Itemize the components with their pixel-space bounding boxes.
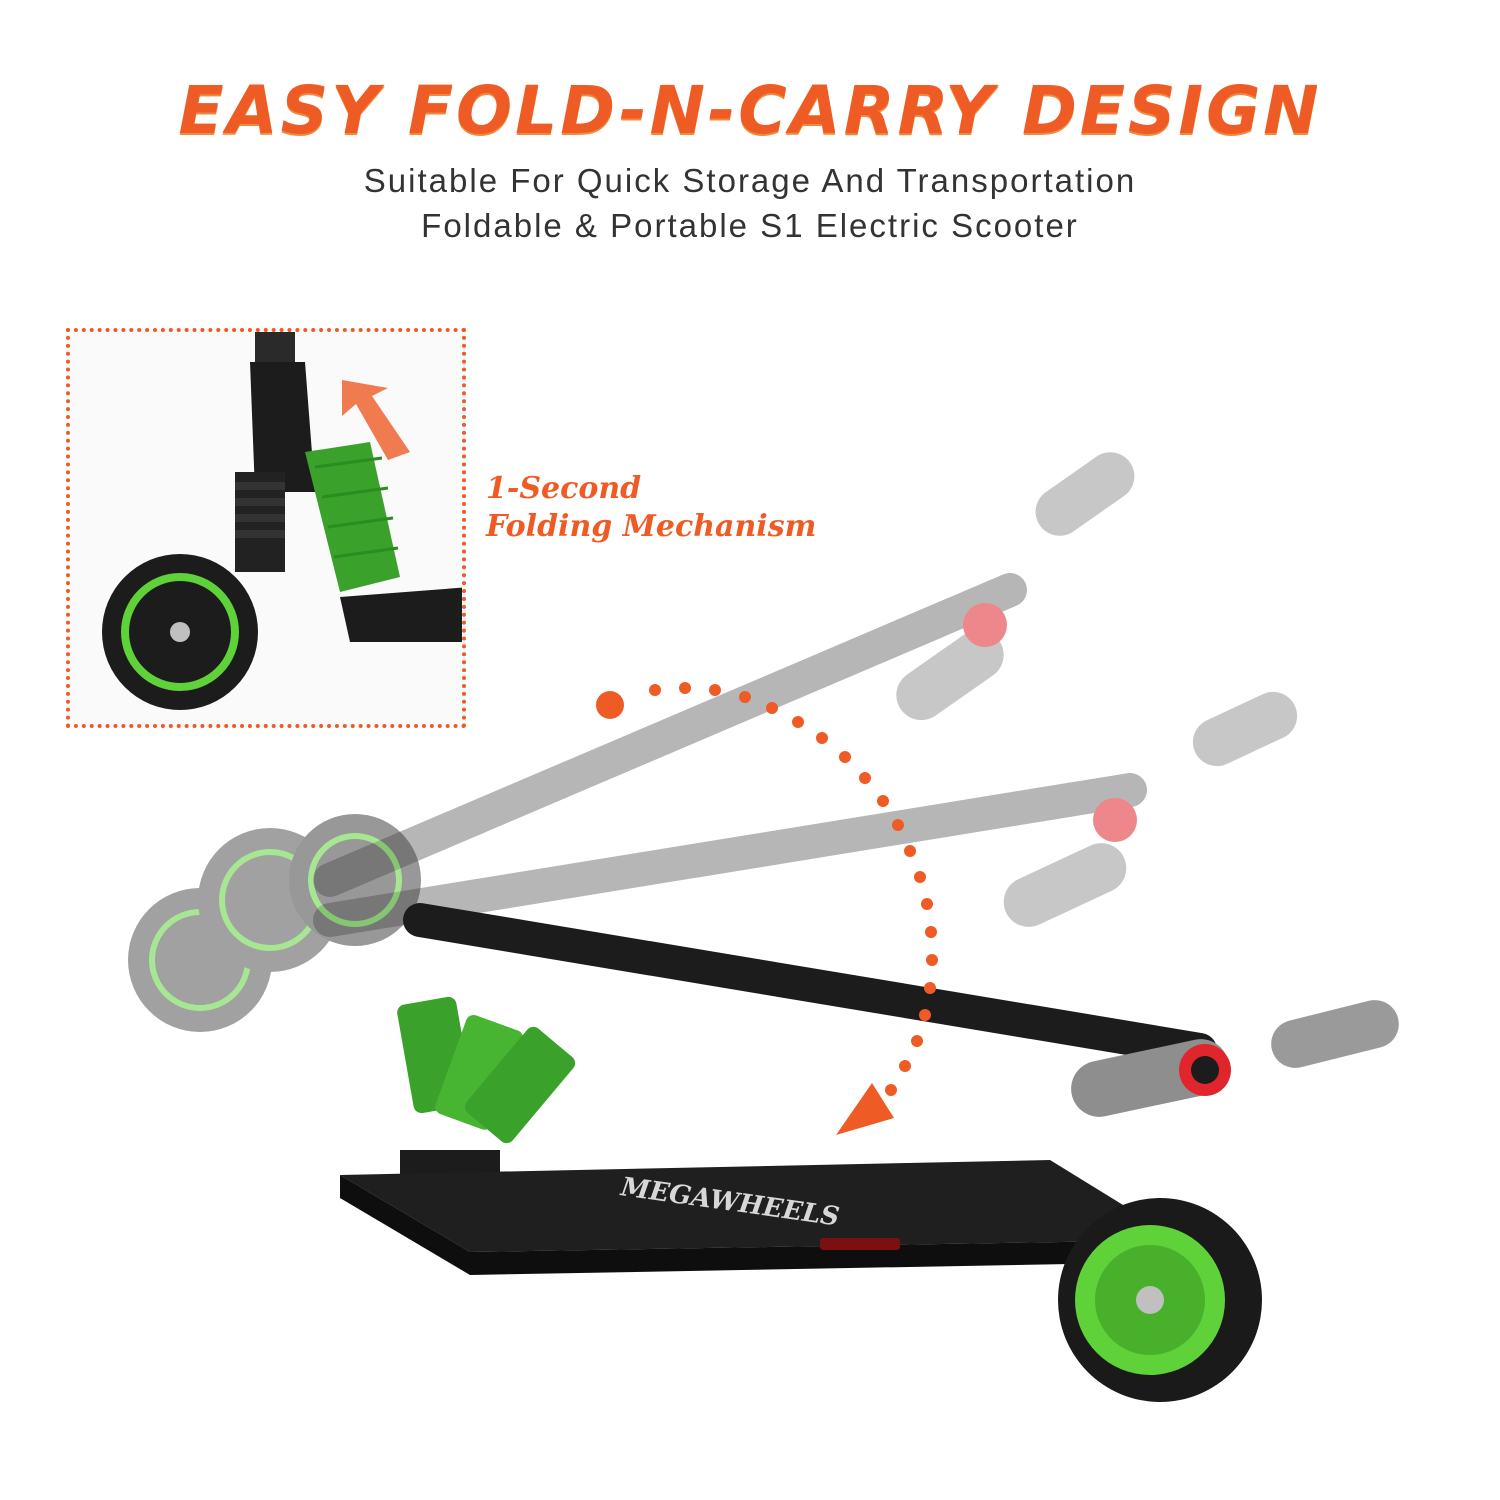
feature-callout: 1-Second Folding Mechanism: [486, 470, 816, 546]
ghost-wheels: [128, 814, 421, 1032]
ghost-stem-high: [313, 452, 1135, 897]
fold-mechanism-closeup: [102, 332, 462, 710]
fold-detail-inset: [66, 328, 466, 728]
green-fold-sleeve: [397, 996, 576, 1175]
feature-line-1: 1-Second: [486, 471, 642, 506]
feature-line-2: Folding Mechanism: [486, 509, 817, 544]
curved-dotted-arrow-icon: [596, 682, 938, 1135]
rear-wheel: [1058, 1198, 1262, 1402]
subtitle-line-2: Foldable & Portable S1 Electric Scooter: [421, 207, 1079, 244]
subtitle-line-1: Suitable For Quick Storage And Transport…: [363, 162, 1137, 199]
ghost-stem-mid: [313, 691, 1298, 937]
scooter-deck: MEGAWHEELS: [340, 1160, 1180, 1275]
headline: EASY FOLD-N-CARRY DESIGN: [178, 72, 1322, 149]
folded-stem: [403, 903, 1399, 1117]
up-arrow-icon: [342, 380, 410, 460]
